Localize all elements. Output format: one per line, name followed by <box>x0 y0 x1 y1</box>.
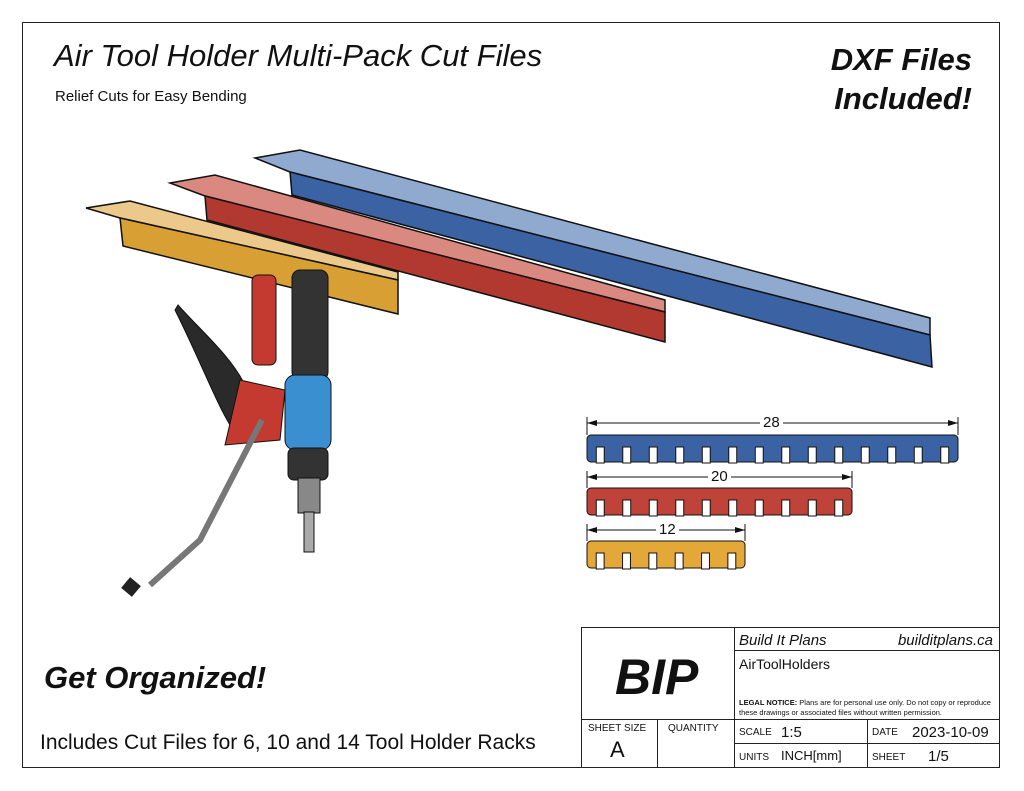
scale-value: 1:5 <box>781 724 802 741</box>
info-cell: Build It Plans builditplans.ca AirToolHo… <box>734 627 1000 720</box>
slot-notch <box>807 446 817 464</box>
page-title: Air Tool Holder Multi-Pack Cut Files <box>54 38 543 73</box>
slot-notch <box>754 446 764 464</box>
air-tool-illustration <box>284 269 332 553</box>
website: builditplans.ca <box>897 632 993 649</box>
dxf-callout: DXF Files Included! <box>831 40 972 118</box>
units-label: UNITS <box>739 752 769 763</box>
legal-label: LEGAL NOTICE: <box>739 698 798 707</box>
units-value: INCH[mm] <box>781 748 842 763</box>
dimension-20: 20 <box>708 468 731 485</box>
slot-notch <box>648 446 658 464</box>
slot-notch <box>622 499 632 517</box>
slot-notch <box>781 499 791 517</box>
slot-notch <box>913 446 923 464</box>
slot-notch <box>807 499 817 517</box>
drawing-frame <box>22 22 1000 768</box>
slot-notch <box>674 552 684 570</box>
legal-text: Plans are for personal use only. Do not … <box>739 698 991 717</box>
slot-notch <box>595 499 605 517</box>
includes-text: Includes Cut Files for 6, 10 and 14 Tool… <box>40 731 536 754</box>
slot-notch <box>754 499 764 517</box>
sheet-size-label: SHEET SIZE <box>588 723 647 734</box>
dxf-line-2: Included! <box>834 81 972 116</box>
blue-rack-illustration <box>252 149 933 368</box>
quantity-label: QUANTITY <box>668 723 719 734</box>
date-value: 2023-10-09 <box>912 724 989 741</box>
date-cell: DATE 2023-10-09 <box>867 719 1000 744</box>
page-subtitle: Relief Cuts for Easy Bending <box>55 88 247 105</box>
logo-cell: BIP <box>581 627 735 720</box>
bip-logo: BIP <box>615 649 699 705</box>
drawing-name: AirToolHolders <box>739 656 831 672</box>
dimension-12: 12 <box>656 521 679 538</box>
slot-notch <box>675 499 685 517</box>
slot-notch <box>675 446 685 464</box>
scale-cell: SCALE 1:5 <box>734 719 868 744</box>
slot-notch <box>701 499 711 517</box>
slot-notch <box>887 446 897 464</box>
sheet-cell: SHEET 1/5 <box>867 743 1000 768</box>
legal-notice: LEGAL NOTICE: Plans are for personal use… <box>739 698 999 718</box>
slot-notch <box>940 446 950 464</box>
slot-notch <box>622 552 631 570</box>
sheet-label: SHEET <box>872 752 906 763</box>
slot-notch <box>595 446 605 464</box>
company-name: Build It Plans <box>739 632 827 649</box>
dxf-line-1: DXF Files <box>830 42 972 77</box>
slot-notch <box>834 446 844 464</box>
sheet-size-cell: SHEET SIZE A <box>581 719 658 768</box>
get-organized-heading: Get Organized! <box>44 660 267 695</box>
slot-notch <box>701 446 711 464</box>
slot-notch <box>860 446 870 464</box>
slot-notch <box>727 552 737 570</box>
sheet-value: 1/5 <box>928 748 949 765</box>
slot-notch <box>701 552 710 570</box>
date-label: DATE <box>872 727 898 738</box>
slot-notch <box>648 499 658 517</box>
slot-notch <box>728 446 738 464</box>
slot-notch <box>648 552 658 570</box>
red-rack-illustration <box>167 174 666 343</box>
title-block: BIP Build It Plans builditplans.ca AirTo… <box>581 627 1000 768</box>
sheet-size-value: A <box>610 737 625 762</box>
slot-notch <box>728 499 738 517</box>
blow-gun-illustration <box>121 274 286 597</box>
units-cell: UNITS INCH[mm] <box>734 743 868 768</box>
slot-notch <box>781 446 791 464</box>
slot-notch <box>834 499 844 517</box>
dimension-28: 28 <box>760 414 783 431</box>
scale-label: SCALE <box>739 727 772 738</box>
slot-notch <box>595 552 605 570</box>
quantity-cell: QUANTITY <box>657 719 735 768</box>
slot-notch <box>622 446 632 464</box>
